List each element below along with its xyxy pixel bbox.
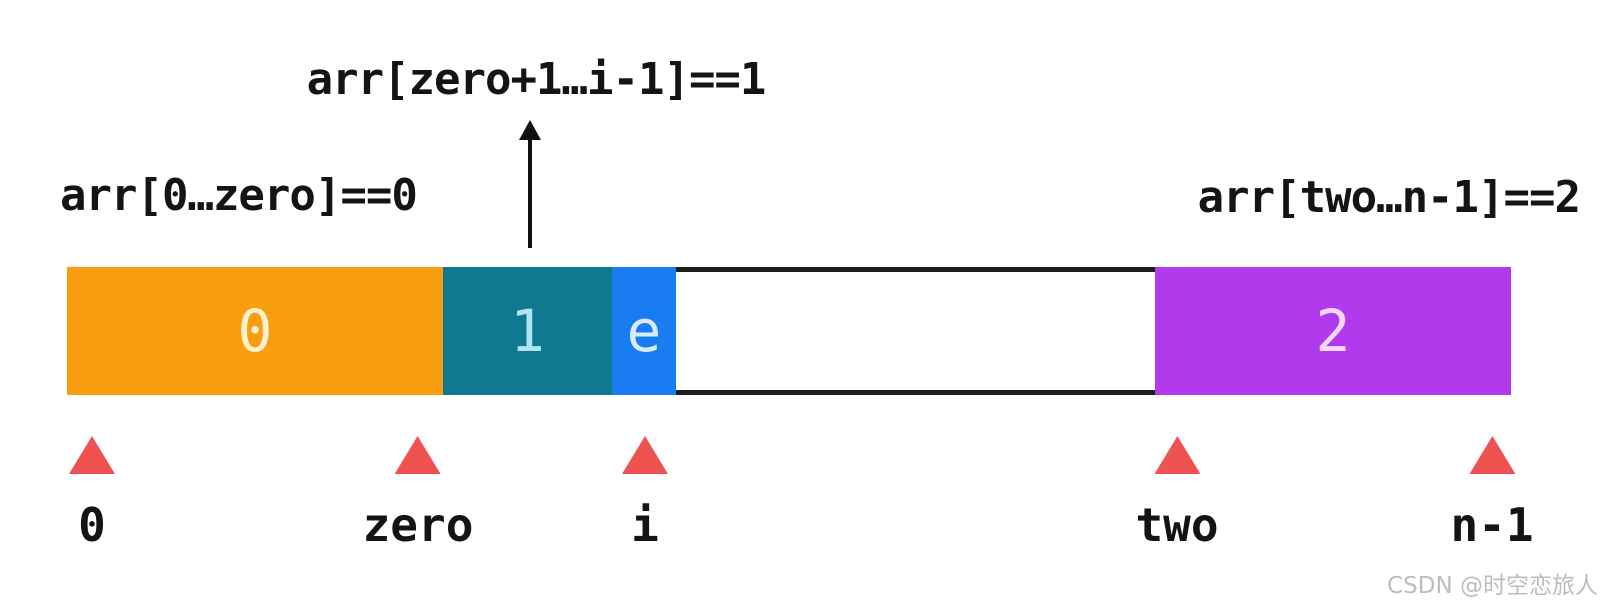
pointer-label: i (631, 498, 659, 552)
annotation-ones-range: arr[zero+1…i-1]==1 (306, 54, 767, 105)
pointer-i: i (622, 436, 668, 548)
up-triangle-icon (69, 436, 115, 474)
segment-twos-label: 2 (1315, 297, 1351, 365)
pointer-index-0: 0 (69, 436, 115, 548)
pointer-label: 0 (78, 498, 106, 552)
pointer-label: two (1135, 498, 1219, 552)
array-bar: 0 1 e 2 (67, 267, 1511, 395)
segment-zeros-label: 0 (237, 297, 273, 365)
annotation-zeros-range: arr[0…zero]==0 (60, 170, 418, 221)
segment-unprocessed (676, 267, 1155, 395)
segment-twos: 2 (1155, 267, 1511, 395)
up-triangle-icon (1469, 436, 1515, 474)
segment-current-label: e (626, 297, 662, 365)
watermark: CSDN @时空恋旅人 (1387, 573, 1598, 599)
segment-current-element: e (612, 267, 676, 395)
pointer-label: zero (362, 498, 474, 552)
arrow-head (519, 120, 541, 140)
segment-ones: 1 (443, 267, 612, 395)
up-triangle-icon (395, 436, 441, 474)
pointer-zero: zero (362, 436, 474, 552)
up-triangle-icon (622, 436, 668, 474)
annotation-twos-range: arr[two…n-1]==2 (1197, 172, 1581, 223)
up-triangle-icon (1154, 436, 1200, 474)
pointer-label: n-1 (1450, 498, 1534, 552)
arrow-shaft (528, 140, 532, 248)
up-arrow-icon (519, 120, 541, 248)
pointer-two: two (1135, 436, 1219, 552)
pointer-n-minus-1: n-1 (1450, 436, 1534, 552)
segment-ones-label: 1 (510, 297, 545, 365)
segment-zeros: 0 (67, 267, 443, 395)
